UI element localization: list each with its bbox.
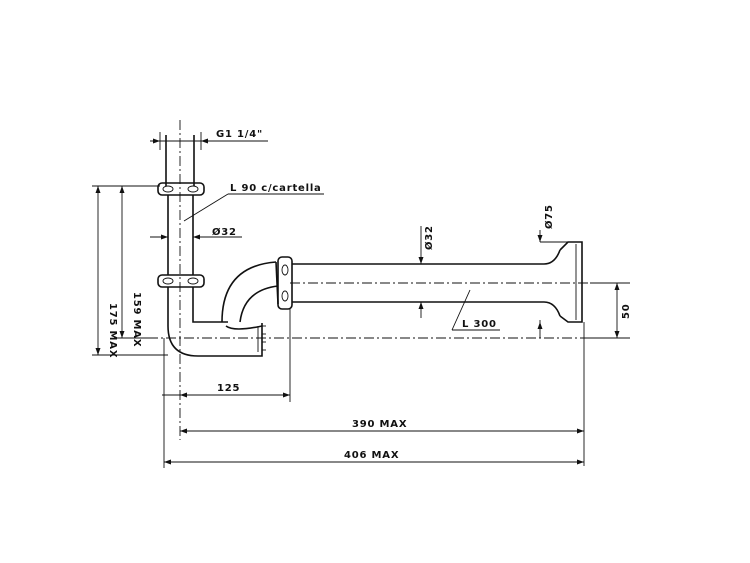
height-175-label: 175 MAX bbox=[107, 303, 118, 358]
centre-lines bbox=[130, 120, 610, 440]
dim-horizontal-diameter bbox=[418, 226, 424, 318]
arm-nut bbox=[277, 256, 293, 310]
flange-diameter-label: Ø75 bbox=[543, 204, 555, 229]
tailpiece-label: L 90 c/cartella bbox=[230, 183, 322, 194]
dim-height-offset bbox=[537, 282, 630, 339]
dim-vertical-diameter bbox=[150, 234, 242, 240]
width-406-label: 406 MAX bbox=[344, 450, 399, 461]
dim-height-159 bbox=[114, 185, 160, 339]
dim-width-125 bbox=[162, 308, 291, 402]
wall-flange bbox=[559, 241, 583, 323]
height-offset-label: 50 bbox=[621, 303, 632, 319]
width-390-label: 390 MAX bbox=[352, 419, 407, 430]
horizontal-arm bbox=[292, 249, 561, 317]
dim-height-175 bbox=[92, 185, 168, 356]
width-125-label: 125 bbox=[217, 383, 240, 394]
lower-nut bbox=[157, 274, 205, 288]
dim-width-406 bbox=[163, 338, 584, 468]
thread-label: G1 1/4" bbox=[216, 129, 263, 140]
arm-length-label: L 300 bbox=[462, 319, 497, 330]
vertical-diameter-label: Ø32 bbox=[212, 226, 237, 238]
dim-arm-length bbox=[451, 289, 500, 331]
dim-flange-diameter bbox=[537, 230, 568, 243]
upper-nut bbox=[157, 182, 205, 196]
height-159-label: 159 MAX bbox=[131, 292, 142, 347]
j-bend bbox=[167, 287, 266, 357]
dim-tailpiece bbox=[183, 193, 324, 222]
dim-width-390 bbox=[180, 322, 585, 466]
horizontal-diameter-label: Ø32 bbox=[423, 225, 435, 250]
vertical-tailpiece bbox=[165, 135, 195, 275]
elbow bbox=[221, 261, 279, 330]
dim-thread bbox=[150, 132, 268, 150]
